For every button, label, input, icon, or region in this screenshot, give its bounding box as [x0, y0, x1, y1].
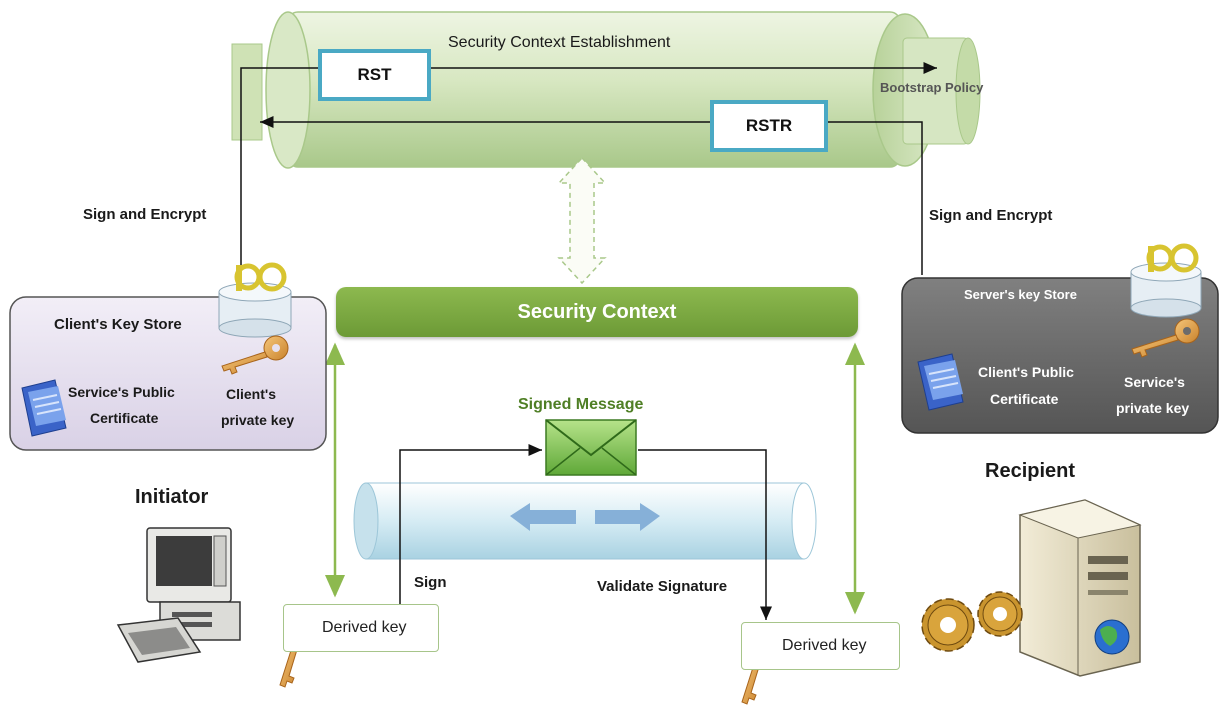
envelope-icon: [545, 419, 637, 476]
server-key-store-title: Server's key Store: [964, 287, 1077, 302]
validate-signature-label: Validate Signature: [597, 578, 728, 595]
arrow-right-icon: [595, 503, 660, 531]
client-key-label-line1: Client's: [226, 386, 277, 402]
sign-flow-line: [399, 444, 542, 605]
rst-box: RST: [318, 49, 431, 101]
initiator-label: Initiator: [135, 486, 209, 508]
sign-label: Sign: [414, 574, 447, 591]
derived-key-box-left: Derived key: [283, 604, 439, 652]
arrow-left-icon: [510, 503, 576, 531]
gears-icon: [921, 591, 1023, 652]
recipient-label: Recipient: [985, 460, 1076, 482]
context-dashed-arrow: [557, 156, 607, 285]
rstr-box: RSTR: [710, 100, 828, 152]
desktop-computer-icon: [116, 527, 241, 663]
left-sign-encrypt-label: Sign and Encrypt: [83, 206, 207, 223]
rstr-line-right: [828, 121, 923, 275]
security-context-bar: Security Context: [336, 287, 858, 337]
client-cert-label-line2: Certificate: [90, 410, 159, 426]
server-key-store-icon: [1130, 243, 1202, 318]
key-icon: [1131, 318, 1200, 358]
derived-key-label: Derived key: [782, 637, 867, 654]
derived-key-box-right: Derived key: [741, 622, 900, 670]
signed-message-label: Signed Message: [518, 396, 644, 413]
message-transport-pipe: [353, 482, 817, 560]
client-key-label-line2: private key: [221, 412, 295, 428]
certificate-icon: [21, 379, 67, 437]
rst-line-left: [240, 67, 318, 270]
server-key-label-line2: private key: [1116, 400, 1190, 416]
server-cert-label-line2: Certificate: [990, 391, 1059, 407]
globe-icon: [1094, 619, 1130, 655]
server-key-store-panel: [901, 277, 1219, 434]
channel-title: Security Context Establishment: [448, 34, 671, 51]
client-cert-label-line1: Service's Public: [68, 384, 175, 400]
server-key-label-line1: Service's: [1124, 374, 1185, 390]
bootstrap-policy-label: Bootstrap Policy: [880, 80, 984, 95]
client-key-store-title: Client's Key Store: [54, 316, 182, 333]
key-icon: [221, 335, 289, 375]
server-cert-label-line1: Client's Public: [978, 364, 1074, 380]
validate-flow-line: [638, 449, 772, 620]
certificate-icon: [917, 353, 964, 411]
client-key-store-icon: [218, 262, 292, 338]
right-sign-encrypt-label: Sign and Encrypt: [929, 207, 1053, 224]
derived-key-label: Derived key: [322, 619, 407, 636]
